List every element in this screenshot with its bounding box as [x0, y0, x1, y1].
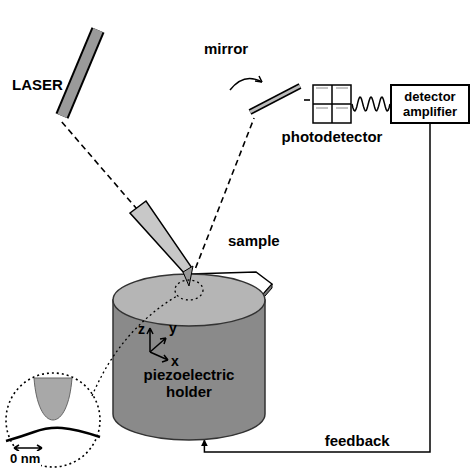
surface-profile — [6, 428, 100, 441]
edge-label: feedback — [323, 433, 392, 449]
node-text: mirror — [204, 40, 248, 57]
scale-label: 0 nm — [9, 451, 41, 467]
laser-source-shape — [10, 26, 106, 122]
piezo-holder-shape — [112, 272, 266, 440]
node-text: detector amplifier — [397, 89, 463, 119]
tip-closeup — [34, 378, 72, 420]
photodetector-shape — [312, 84, 352, 124]
node-text: sample — [228, 232, 280, 249]
laser-beam — [304, 99, 312, 101]
laser-source: LASER — [10, 26, 106, 122]
axis-label: y — [169, 320, 177, 336]
inset-circle — [6, 373, 100, 467]
amplifier-box: detector amplifier — [390, 84, 470, 124]
axis-label: z — [138, 321, 145, 337]
signal-line — [352, 97, 390, 111]
node-text: LASER — [12, 76, 63, 93]
laser-beam — [62, 122, 188, 268]
node-text: photodetector — [282, 128, 383, 145]
photodetector: photodetector — [312, 84, 352, 124]
axis-label: x — [171, 353, 179, 369]
mirror: mirror — [200, 38, 304, 118]
piezo-holder: piezoelectric holder — [112, 272, 266, 440]
node-text: piezoelectric holder — [112, 366, 266, 400]
